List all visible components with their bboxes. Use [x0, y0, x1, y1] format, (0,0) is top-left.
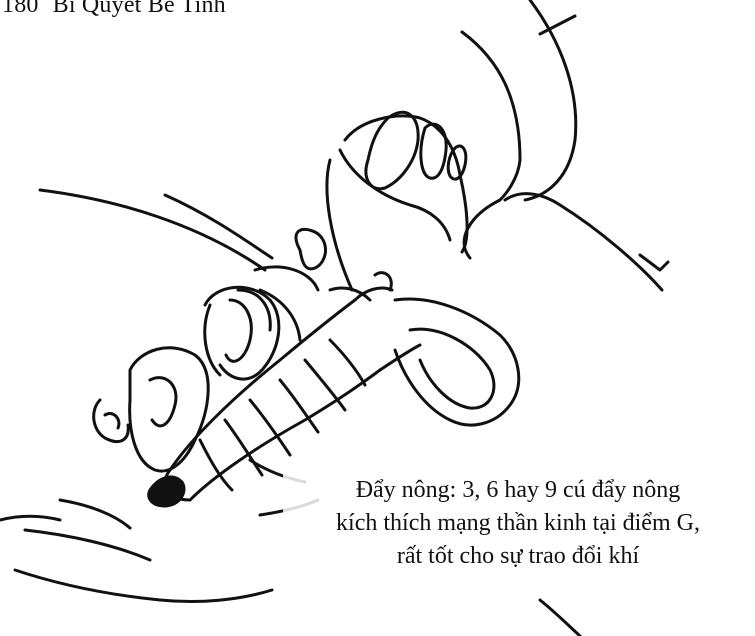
left-outline — [40, 190, 272, 270]
caption-line: rất tốt cho sự trao đổi khí — [283, 540, 753, 573]
internal-organs — [255, 112, 467, 290]
caption-line: Đẩy nông: 3, 6 hay 9 cú đẩy nông — [283, 474, 753, 507]
caption-line: kích thích mạng thần kinh tại điểm G, — [283, 507, 753, 540]
upper-body-outline — [462, 0, 668, 290]
lower-right-stroke — [540, 600, 580, 636]
figure-caption: Đẩy nông: 3, 6 hay 9 cú đẩy nông kích th… — [283, 474, 753, 573]
female-organs — [94, 287, 300, 471]
glans-contact — [149, 477, 184, 506]
